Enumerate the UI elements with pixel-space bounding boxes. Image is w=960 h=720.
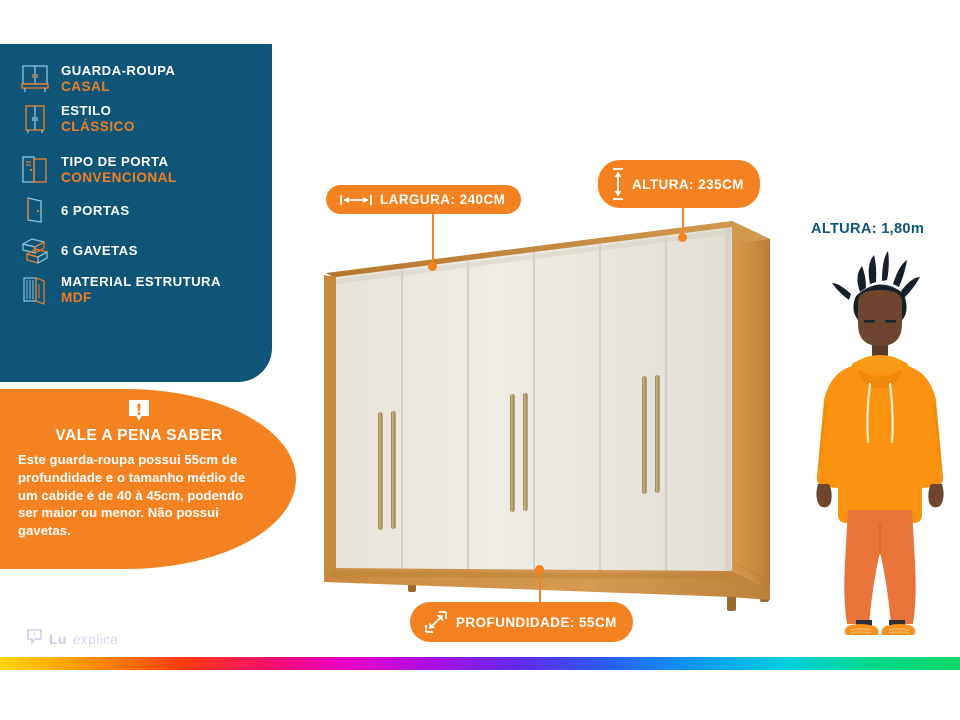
person-hand-right [928,484,944,508]
spec-label: 6 GAVETAS [61,242,138,258]
person-ankle-left [856,620,872,628]
wardrobe-style-icon [20,102,50,136]
spec-label: 6 PORTAS [61,202,130,218]
lu-logo-explica: explica [72,631,119,647]
depth-arrow-icon [423,609,449,635]
hoodie-sleeve-left-shade [819,403,827,467]
person-head [858,290,902,346]
person-ankle-right [889,620,905,628]
handle-pair-right [642,375,660,494]
spec-text-tipo-de-porta: TIPO DE PORTA CONVENCIONAL [61,153,177,185]
leader-line-altura [682,188,685,238]
lu-explica-logo: ! Lu explica [26,628,118,650]
rainbow-divider [0,657,960,670]
spec-row-guarda-roupa: GUARDA-ROUPA CASAL [20,60,262,98]
tip-title: VALE A PENA SABER [55,427,223,444]
wardrobe-side-panel [732,221,770,589]
wardrobe-illustration [324,221,770,611]
width-arrow-icon [339,193,373,207]
alert-bubble-icon [18,397,260,425]
spec-label: GUARDA-ROUPA [61,62,176,78]
leader-dot-profundidade [535,565,544,574]
spec-value: MDF [61,289,92,305]
badge-largura-text: LARGURA: 240CM [380,192,506,207]
spec-value: CLÁSSICO [61,118,135,134]
wardrobe-left-edge [324,275,336,570]
person-eyes [864,320,896,323]
person-figure [816,251,944,635]
person-shoe-laces [850,628,910,634]
spec-row-gavetas: 6 GAVETAS [20,231,262,269]
hoodie-drawstrings [866,382,894,444]
person-pants [844,510,916,624]
spec-value: CASAL [61,78,111,94]
wardrobe-double-icon [20,62,50,96]
wardrobe-top-shadow [336,229,732,284]
badge-largura: LARGURA: 240CM [326,185,522,214]
hoodie-body [816,366,944,523]
wardrobe-door-seams [401,236,667,571]
spec-label: ESTILO [61,102,112,118]
drawers-icon [20,233,50,267]
spec-list: GUARDA-ROUPA CASAL ESTILO [20,60,262,309]
wardrobe-base-shadow [330,571,730,579]
hoodie-neckline [858,370,902,388]
hoodie-sleeve-right-shade [933,403,941,467]
badge-altura-text: ALTURA: 235CM [632,176,744,192]
spec-value: CONVENCIONAL [61,169,177,185]
badge-altura: ALTURA: 235CM [598,160,760,208]
leader-dot-largura [428,262,437,271]
spec-text-material: MATERIAL ESTRUTURA MDF [61,273,221,305]
svg-text:!: ! [34,632,36,639]
spec-row-material: MATERIAL ESTRUTURA MDF [20,271,262,309]
wardrobe-right-gap [725,228,731,571]
wardrobe-base [324,568,770,600]
spec-label: TIPO DE PORTA [61,153,169,169]
tip-body: Este guarda-roupa possui 55cm de profund… [18,452,246,539]
height-arrow-icon [611,167,625,201]
person-hand-left [816,484,832,508]
handle-pair-left [378,411,396,530]
spec-label: MATERIAL ESTRUTURA [61,273,221,289]
leader-line-profundidade [539,570,542,606]
wardrobe-handles [378,375,660,530]
door-type-icon [20,153,50,187]
material-board-icon [20,273,50,307]
spec-row-estilo: ESTILO CLÁSSICO [20,100,262,138]
spec-row-portas: 6 PORTAS [20,191,262,229]
tip-callout-content: VALE A PENA SABER Este guarda-roupa poss… [0,389,278,569]
spec-panel: GUARDA-ROUPA CASAL ESTILO [0,44,272,382]
badge-profundidade: PROFUNDIDADE: 55CM [410,602,633,642]
spec-row-tipo-de-porta: TIPO DE PORTA CONVENCIONAL [20,151,262,189]
leader-line-largura [432,213,435,267]
spec-text-guarda-roupa: GUARDA-ROUPA CASAL [61,62,176,94]
open-door-icon [20,193,50,227]
leader-dot-altura [678,233,687,242]
lu-chat-icon: ! [26,628,43,650]
lu-logo-lu: Lu [49,631,67,647]
tip-callout: VALE A PENA SABER Este guarda-roupa poss… [0,389,296,569]
person-height-label: ALTURA: 1,80m [811,221,925,237]
spec-text-estilo: ESTILO CLÁSSICO [61,102,135,134]
wardrobe-side-grain [733,229,769,581]
handle-pair-center [510,393,528,512]
badge-profundidade-text: PROFUNDIDADE: 55CM [456,614,617,630]
